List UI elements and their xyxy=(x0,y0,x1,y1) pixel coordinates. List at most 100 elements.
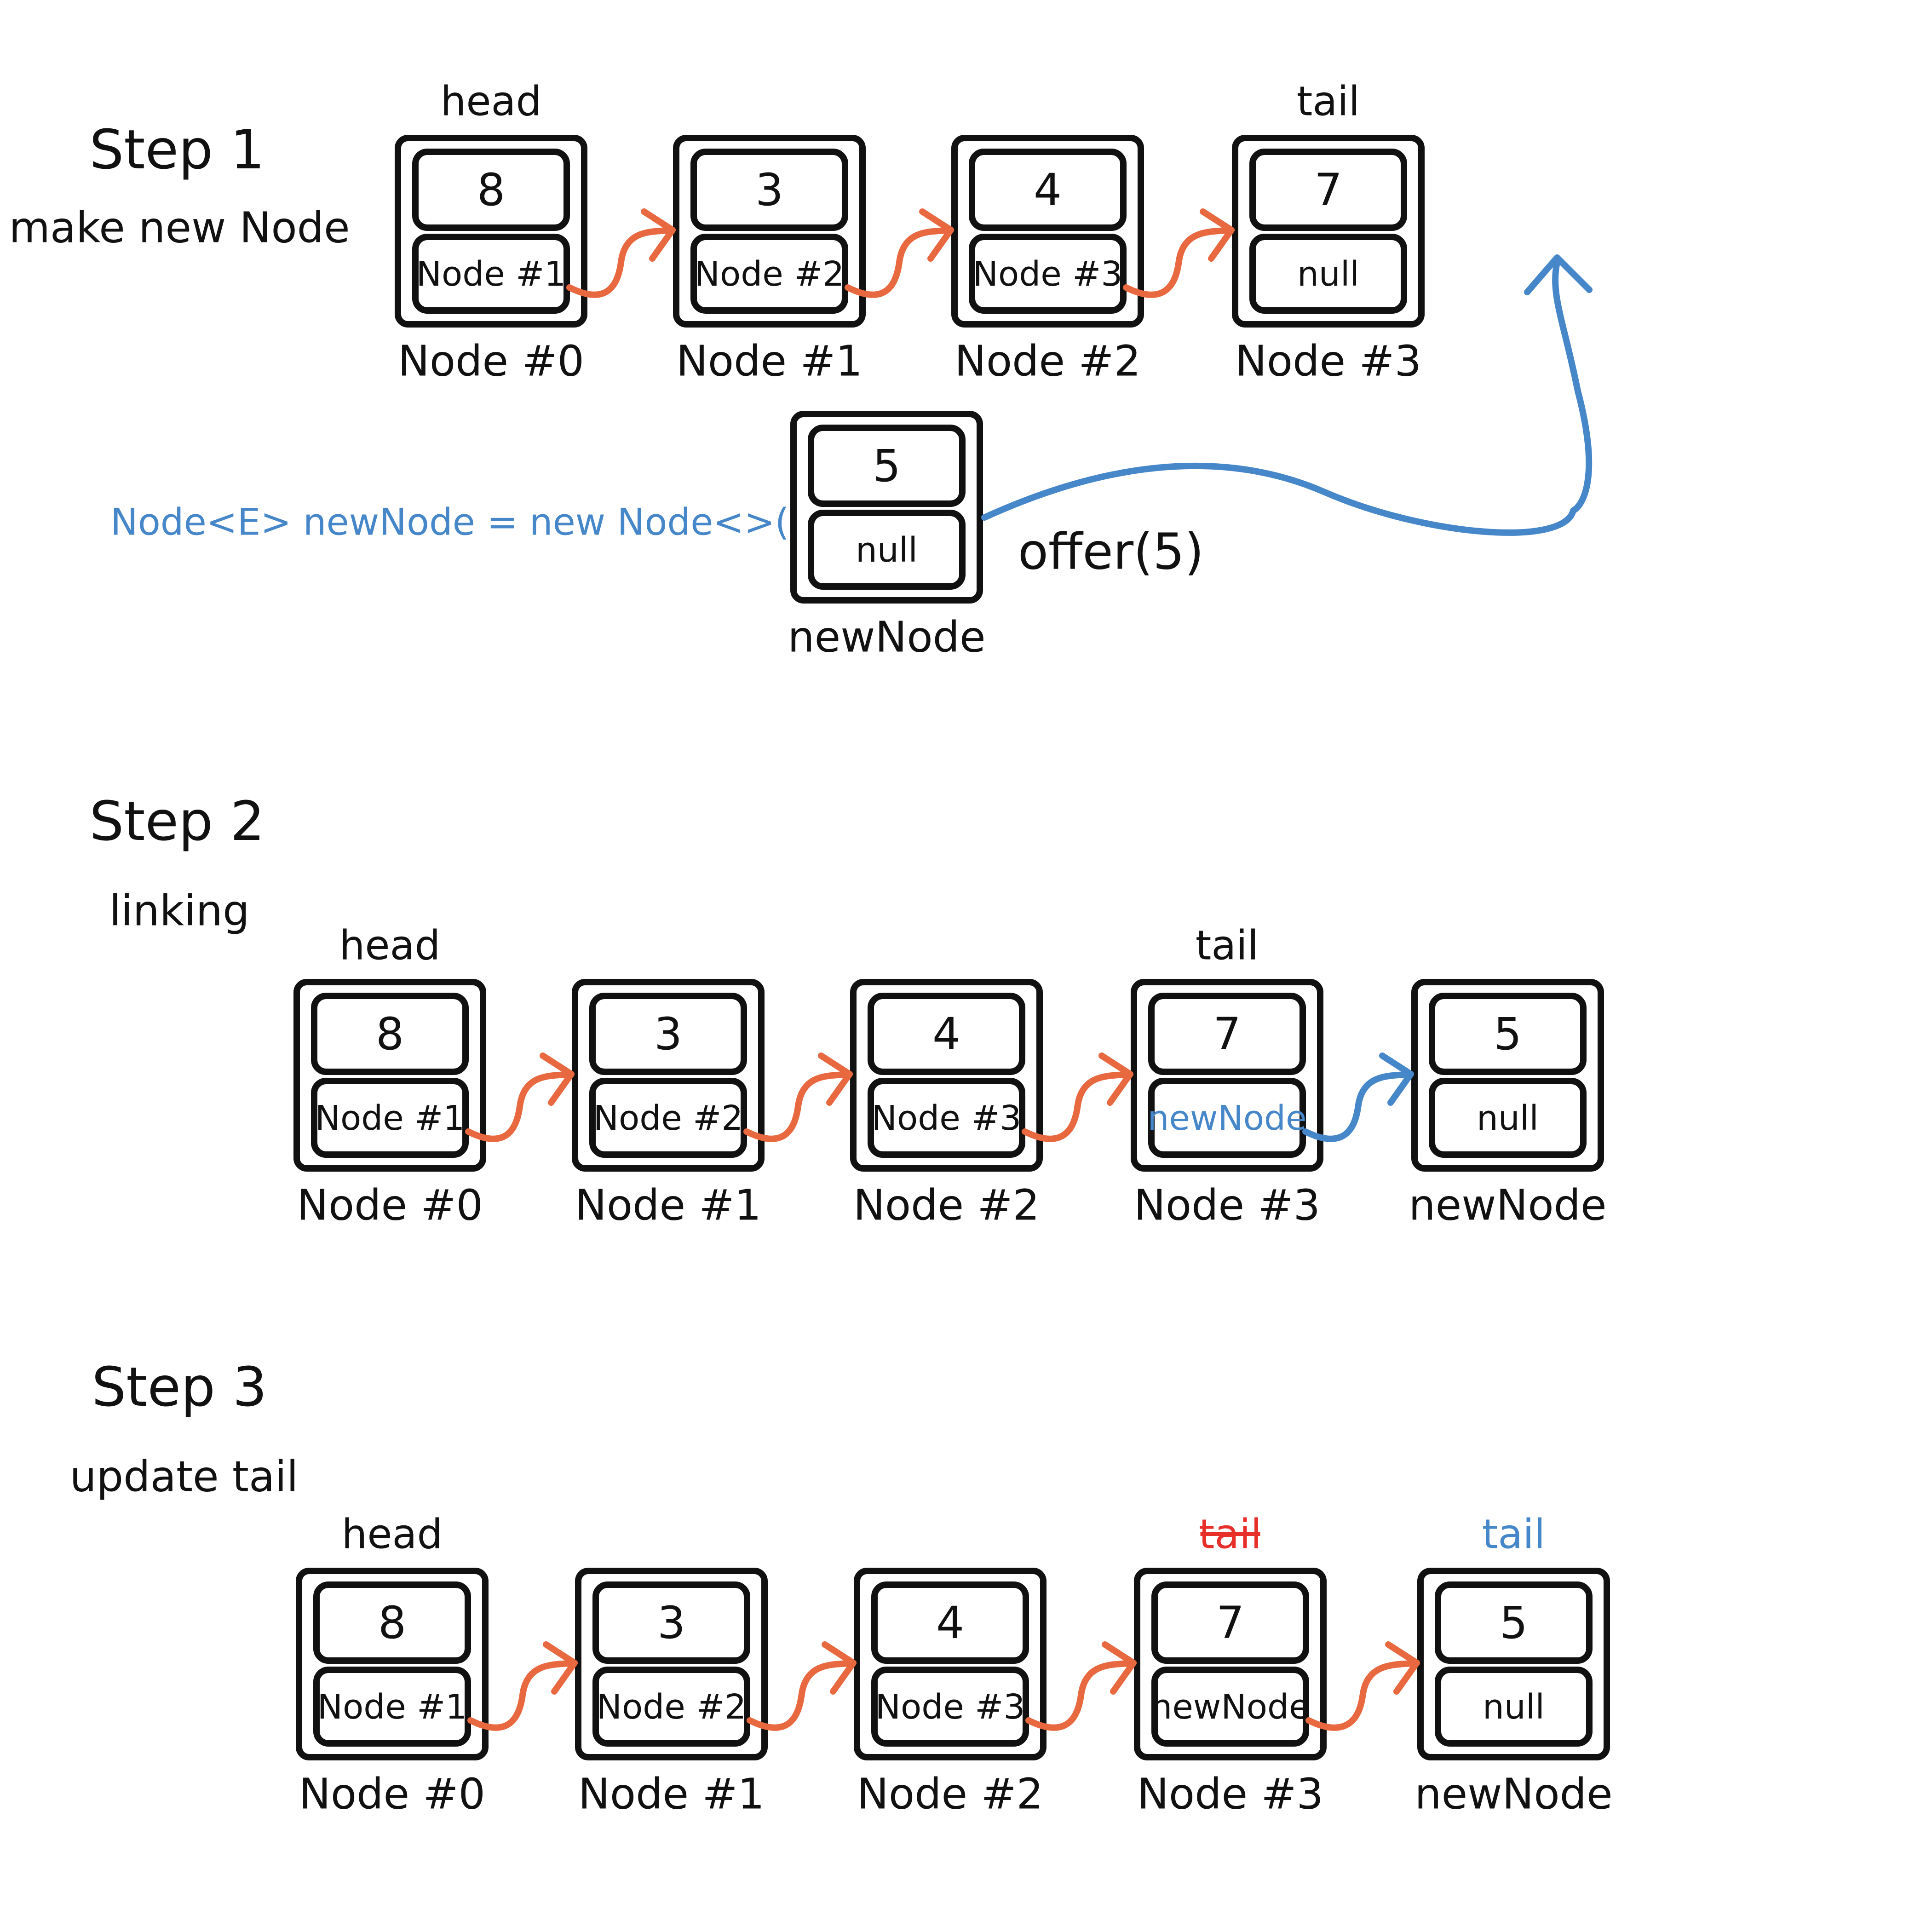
node-next-pointer: Node #1 xyxy=(317,1687,467,1727)
node-value: 8 xyxy=(477,164,505,216)
next-field xyxy=(969,234,1127,314)
arrow-head-icon xyxy=(540,1052,575,1106)
value-field xyxy=(1249,149,1407,231)
step-title: Step 1 xyxy=(89,118,264,181)
node-caption: Node #2 xyxy=(853,1181,1040,1230)
value-field xyxy=(412,149,570,231)
node-next-pointer: newNode xyxy=(1150,1687,1310,1727)
node-next-pointer: Node #2 xyxy=(695,254,845,294)
next-field xyxy=(1249,234,1407,314)
node-value: 4 xyxy=(936,1597,964,1649)
link-arrow-0 xyxy=(467,1641,578,1731)
node-caption: Node #3 xyxy=(1134,1181,1320,1230)
node-caption: Node #0 xyxy=(297,1181,483,1230)
link-arrow-1 xyxy=(747,1641,857,1731)
tail-pointer-label: tail xyxy=(1196,922,1259,969)
arrow-shaft xyxy=(1022,1071,1133,1142)
step-subtitle: make new Node xyxy=(9,203,350,253)
node-value: 8 xyxy=(376,1008,404,1060)
head-pointer-label: head xyxy=(342,1511,443,1558)
arrow-head-icon xyxy=(543,1641,578,1695)
step-subtitle: linking xyxy=(109,886,250,936)
link-arrow-0 xyxy=(566,208,676,298)
next-field xyxy=(690,234,848,314)
node-caption: Node #1 xyxy=(676,337,862,386)
value-field xyxy=(311,993,469,1075)
next-field xyxy=(313,1667,471,1747)
value-field xyxy=(1148,993,1306,1075)
next-field xyxy=(592,1667,750,1747)
value-field xyxy=(969,149,1127,231)
step-title: Step 2 xyxy=(89,789,264,853)
arrow-head-icon xyxy=(818,1052,853,1106)
node-value: 5 xyxy=(1500,1597,1528,1649)
arrow-head-icon xyxy=(1102,1641,1137,1695)
node-next-pointer: newNode xyxy=(1147,1098,1306,1138)
node-caption: Node #0 xyxy=(299,1770,485,1819)
next-field xyxy=(871,1667,1029,1747)
node-next-pointer: Node #3 xyxy=(875,1687,1025,1727)
value-field xyxy=(871,1581,1029,1664)
node-caption: Node #1 xyxy=(578,1770,765,1819)
node-caption: Node #3 xyxy=(1235,337,1421,386)
node-caption: Node #3 xyxy=(1137,1770,1323,1819)
node-next-pointer: Node #3 xyxy=(872,1098,1022,1138)
value-field xyxy=(1435,1581,1593,1664)
node-value: 7 xyxy=(1314,164,1342,216)
arrow-head-icon xyxy=(1098,1052,1133,1106)
link-arrow-2 xyxy=(1022,1052,1133,1142)
node-next-pointer: Node #2 xyxy=(593,1098,743,1138)
node-caption: Node #2 xyxy=(857,1770,1043,1819)
next-field xyxy=(1429,1078,1587,1158)
value-field xyxy=(808,425,966,507)
node-next-pointer: null xyxy=(1483,1687,1545,1727)
node-value: 7 xyxy=(1216,1597,1244,1649)
link-arrow-3 xyxy=(1305,1641,1420,1731)
next-field xyxy=(311,1078,469,1158)
next-field xyxy=(868,1078,1025,1158)
tail-pointer-label: tail xyxy=(1482,1511,1545,1558)
arrow-head-icon xyxy=(822,1641,857,1695)
node-next-pointer: null xyxy=(1297,254,1359,294)
value-field xyxy=(592,1581,750,1664)
arrow-head-icon xyxy=(641,208,676,262)
arrow-shaft xyxy=(747,1660,857,1731)
node-value: 5 xyxy=(1494,1008,1522,1060)
arrow-shaft xyxy=(1123,227,1235,298)
code-snippet: Node<E> newNode = new Node<>(5); xyxy=(110,501,840,544)
arrow-shaft xyxy=(1025,1660,1137,1731)
node-value: 8 xyxy=(378,1597,406,1649)
arrow-shaft xyxy=(1305,1660,1420,1731)
node-caption: Node #1 xyxy=(575,1181,761,1230)
value-field xyxy=(589,993,747,1075)
value-field xyxy=(1429,993,1587,1075)
offer-call-label: offer(5) xyxy=(1018,523,1204,581)
node-value: 4 xyxy=(932,1008,960,1060)
next-field xyxy=(412,234,570,314)
node-caption: Node #2 xyxy=(954,337,1141,386)
value-field xyxy=(313,1581,471,1664)
head-pointer-label: head xyxy=(441,78,542,125)
node-caption: Node #0 xyxy=(398,337,584,386)
arrow-shaft xyxy=(981,259,1593,536)
value-field xyxy=(868,993,1025,1075)
node-value: 7 xyxy=(1213,1008,1241,1060)
link-arrow-1 xyxy=(743,1052,853,1142)
next-field xyxy=(1148,1078,1306,1158)
link-arrow-1 xyxy=(845,208,954,298)
value-field xyxy=(690,149,848,231)
arrow-head-icon xyxy=(1379,1052,1414,1106)
next-field xyxy=(589,1078,747,1158)
